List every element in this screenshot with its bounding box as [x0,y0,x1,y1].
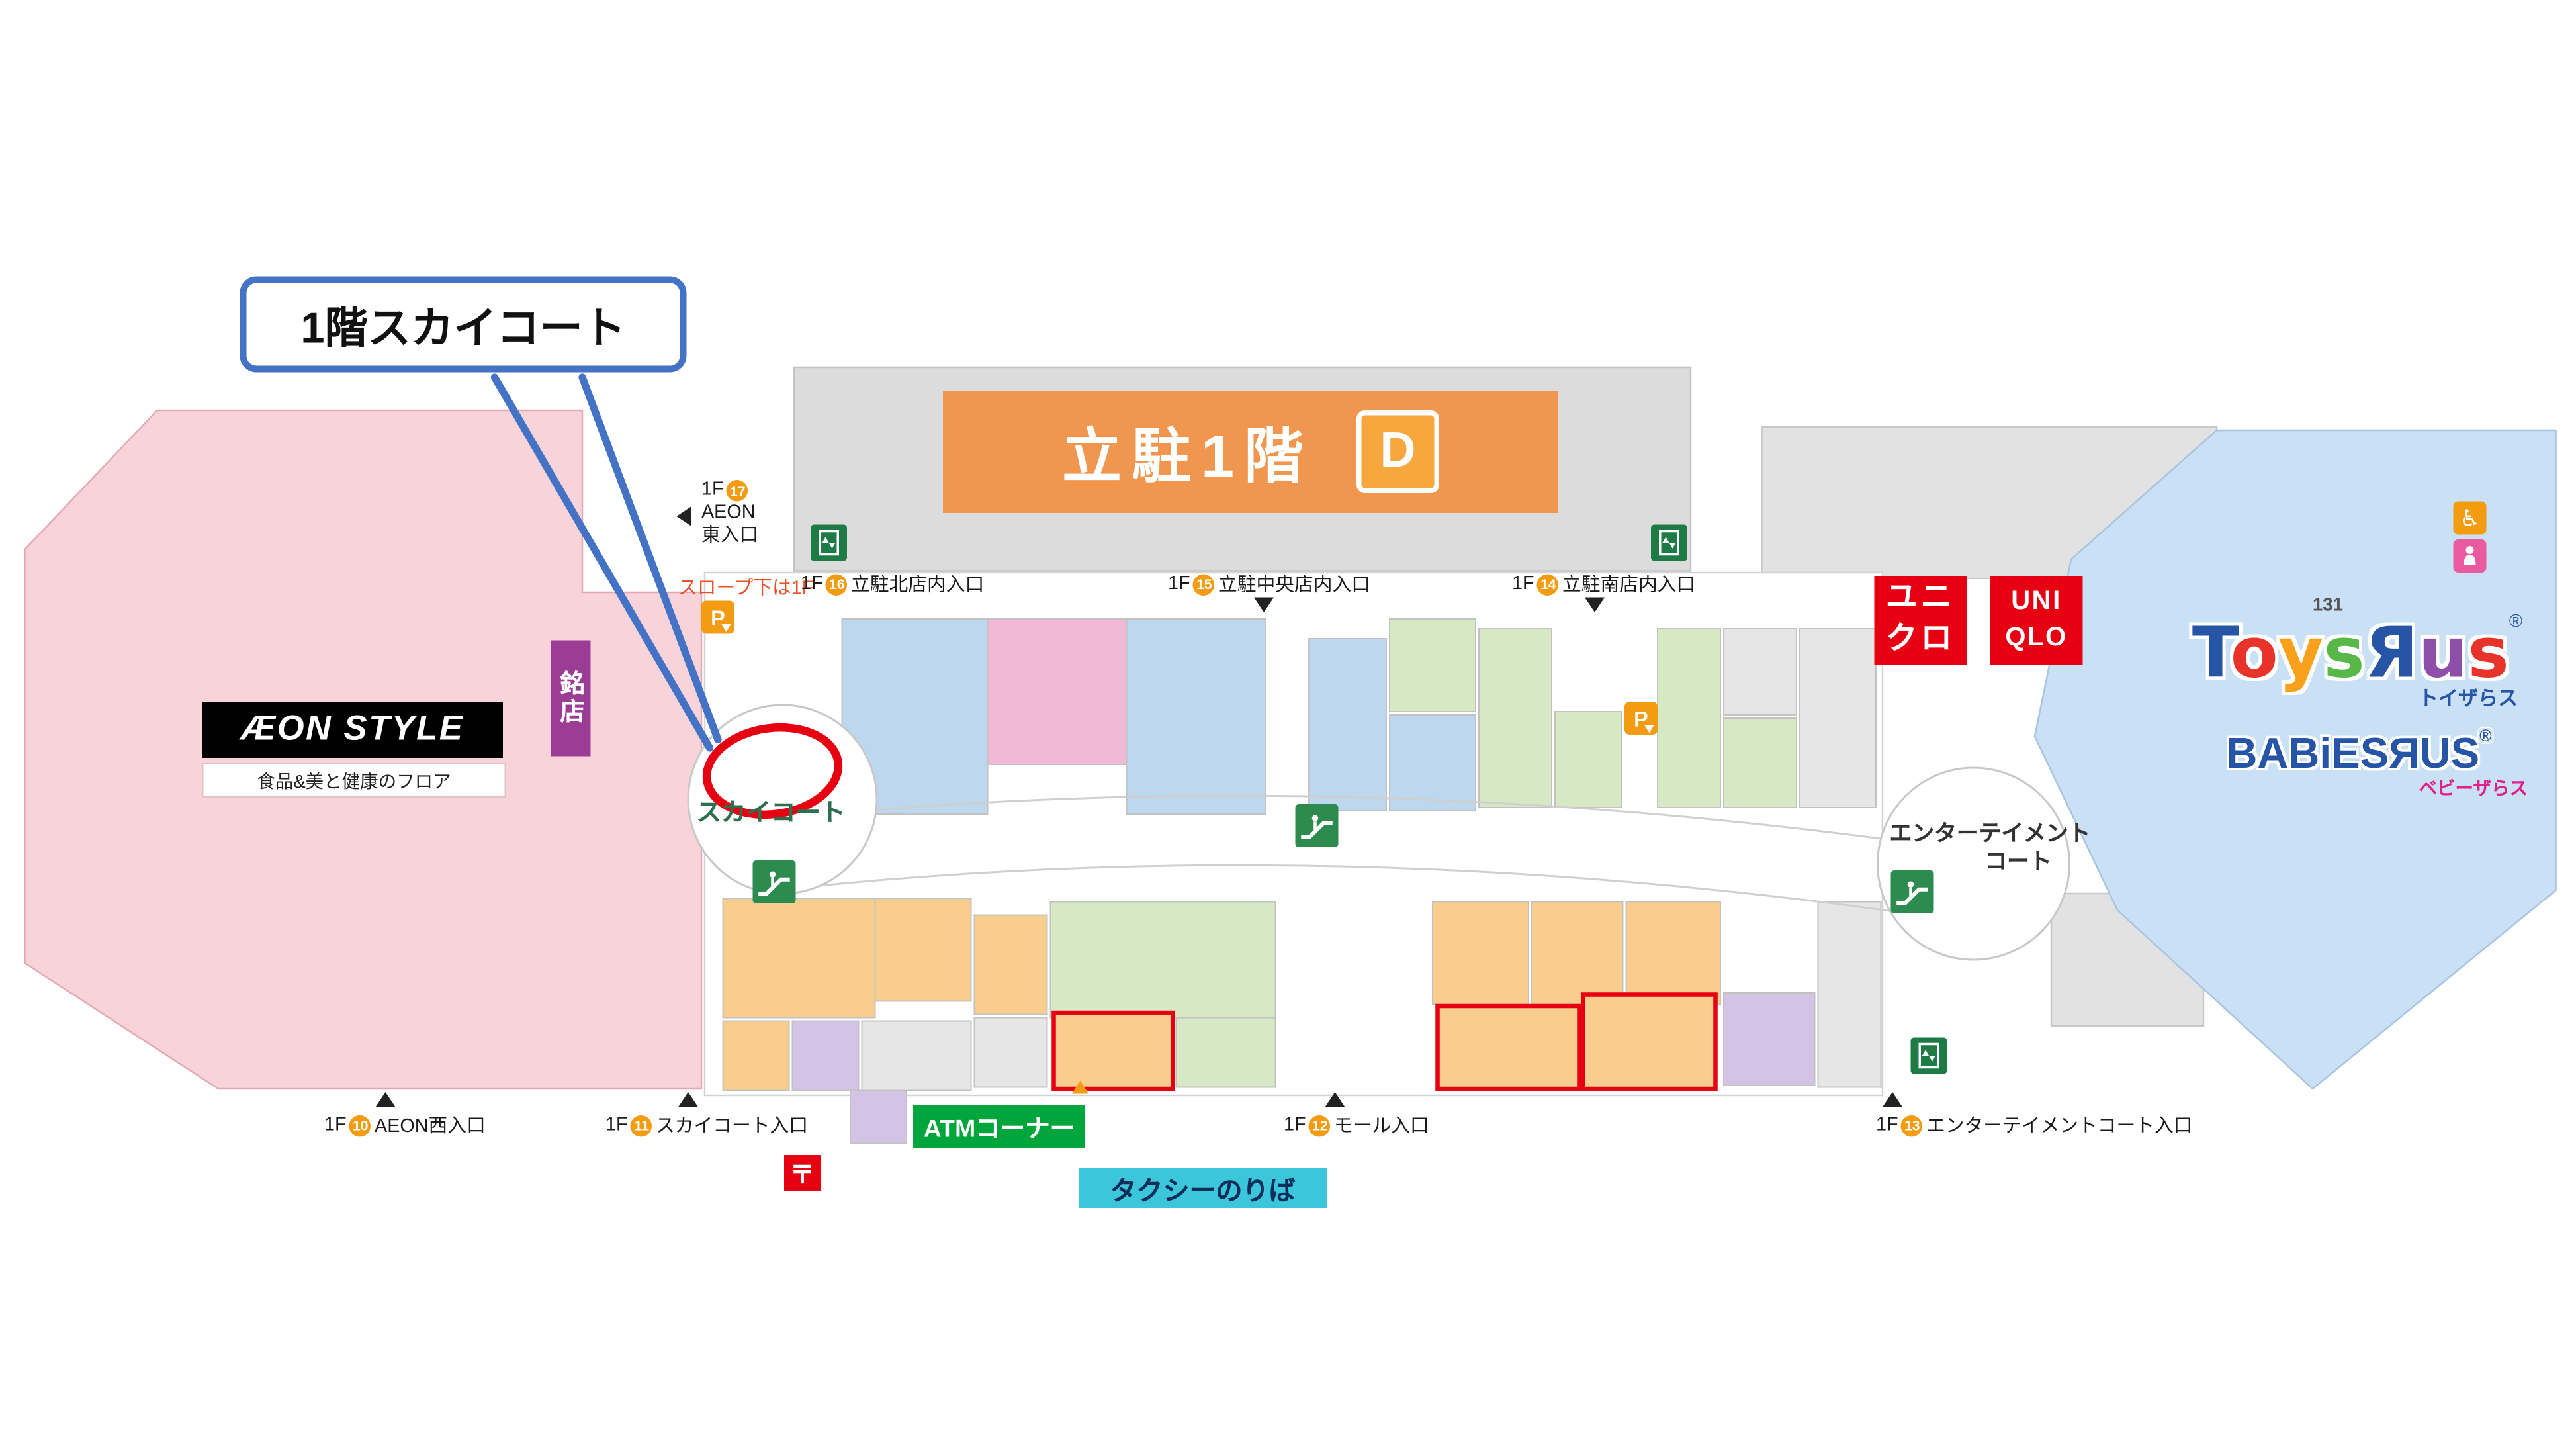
sky-court-highlight-circle [702,723,843,819]
registered-mark: ® [2509,612,2523,632]
escalator-icon [1890,870,1934,913]
entrance-17-number-badge: 17 [727,480,749,502]
mall-entry-marker-icon [1072,1080,1088,1094]
wheelchair-icon: ♿ [2453,501,2487,535]
slope-note: スロープ下は1F [678,579,814,599]
post-office-icon: 〒 [784,1155,821,1191]
entrance-15-arrow-icon [1254,597,1274,612]
elevator-icon [1910,1037,1947,1074]
uniqlo-logo-jp: ユニ クロ [1874,576,1967,665]
entrance-10-arrow-icon [375,1092,396,1107]
down-arrow-icon [721,624,731,632]
red-outlined-stores [1051,992,1718,1091]
entrance-13-number-badge: 13 [1901,1114,1924,1136]
down-arrow-icon [1644,725,1654,733]
sky-court-label: スカイコート [696,799,846,828]
taxi-stand-banner: タクシーのりば [1079,1168,1327,1208]
aeon-style-logo: ÆON STYLE [202,702,503,758]
parking-ramp-icon: P [1624,702,1658,735]
entrance-16-number-badge: 16 [826,573,848,595]
callout-text: 1階スカイコート [300,302,626,352]
parking-zone-badge: D [1356,410,1440,493]
escalator-icon [752,860,796,903]
registered-mark: ® [2479,728,2492,747]
entrance-11-arrow-icon [678,1092,698,1107]
callout-box: 1階スカイコート [240,276,687,373]
nursing-room-icon [2453,539,2487,573]
entrance-15-number-badge: 15 [1193,573,1216,595]
nursing-room-glyph [2464,546,2476,565]
babiesrus-katakana: ベビーザらス [2419,779,2528,800]
entrance-14-number-badge: 14 [1537,573,1560,595]
corridor-edge-top [790,794,1896,842]
parking-deck-banner: 立駐1階 D [943,391,1558,513]
store-blocks-lower [722,898,1882,1144]
entrance-10-number-badge: 10 [349,1114,372,1136]
elevator-icon [811,524,847,561]
meiten-banner: 銘店 [551,640,591,757]
entrance-13-arrow-icon [1883,1092,1902,1107]
elevator-icon [1651,524,1687,561]
store-blocks-upper [841,618,1877,815]
entrance-12-arrow-icon [1325,1092,1345,1107]
uniqlo-logo-en: UNI QLO [1990,576,2083,665]
atm-corner-banner: ATMコーナー [913,1105,1085,1148]
entrance-14-arrow-icon [1585,597,1605,612]
parking-ramp-icon: P [701,600,734,634]
aeon-floor-description: 食品&美と健康のフロア [202,763,506,798]
corridor-edge-bottom [790,864,1896,913]
entertainment-court-label: エンターテイメント コート [1889,821,2091,874]
parking-deck-label: 立駐1階 [1061,422,1314,490]
toysrus-katakana: トイザらス [2418,686,2518,710]
escalator-icon [1295,804,1339,847]
toysrus-logo: ToysЯus® トイザらス [2180,612,2534,712]
callout-pointer [490,373,722,752]
entrance-11-number-badge: 11 [631,1114,653,1136]
entrance-17-arrow-icon [676,506,691,526]
entrance-12-number-badge: 12 [1309,1114,1331,1136]
toysrus-store-number: 131 [2313,596,2343,616]
babiesrus-logo: BABiESЯUS® ベビーザらス [2177,728,2541,801]
